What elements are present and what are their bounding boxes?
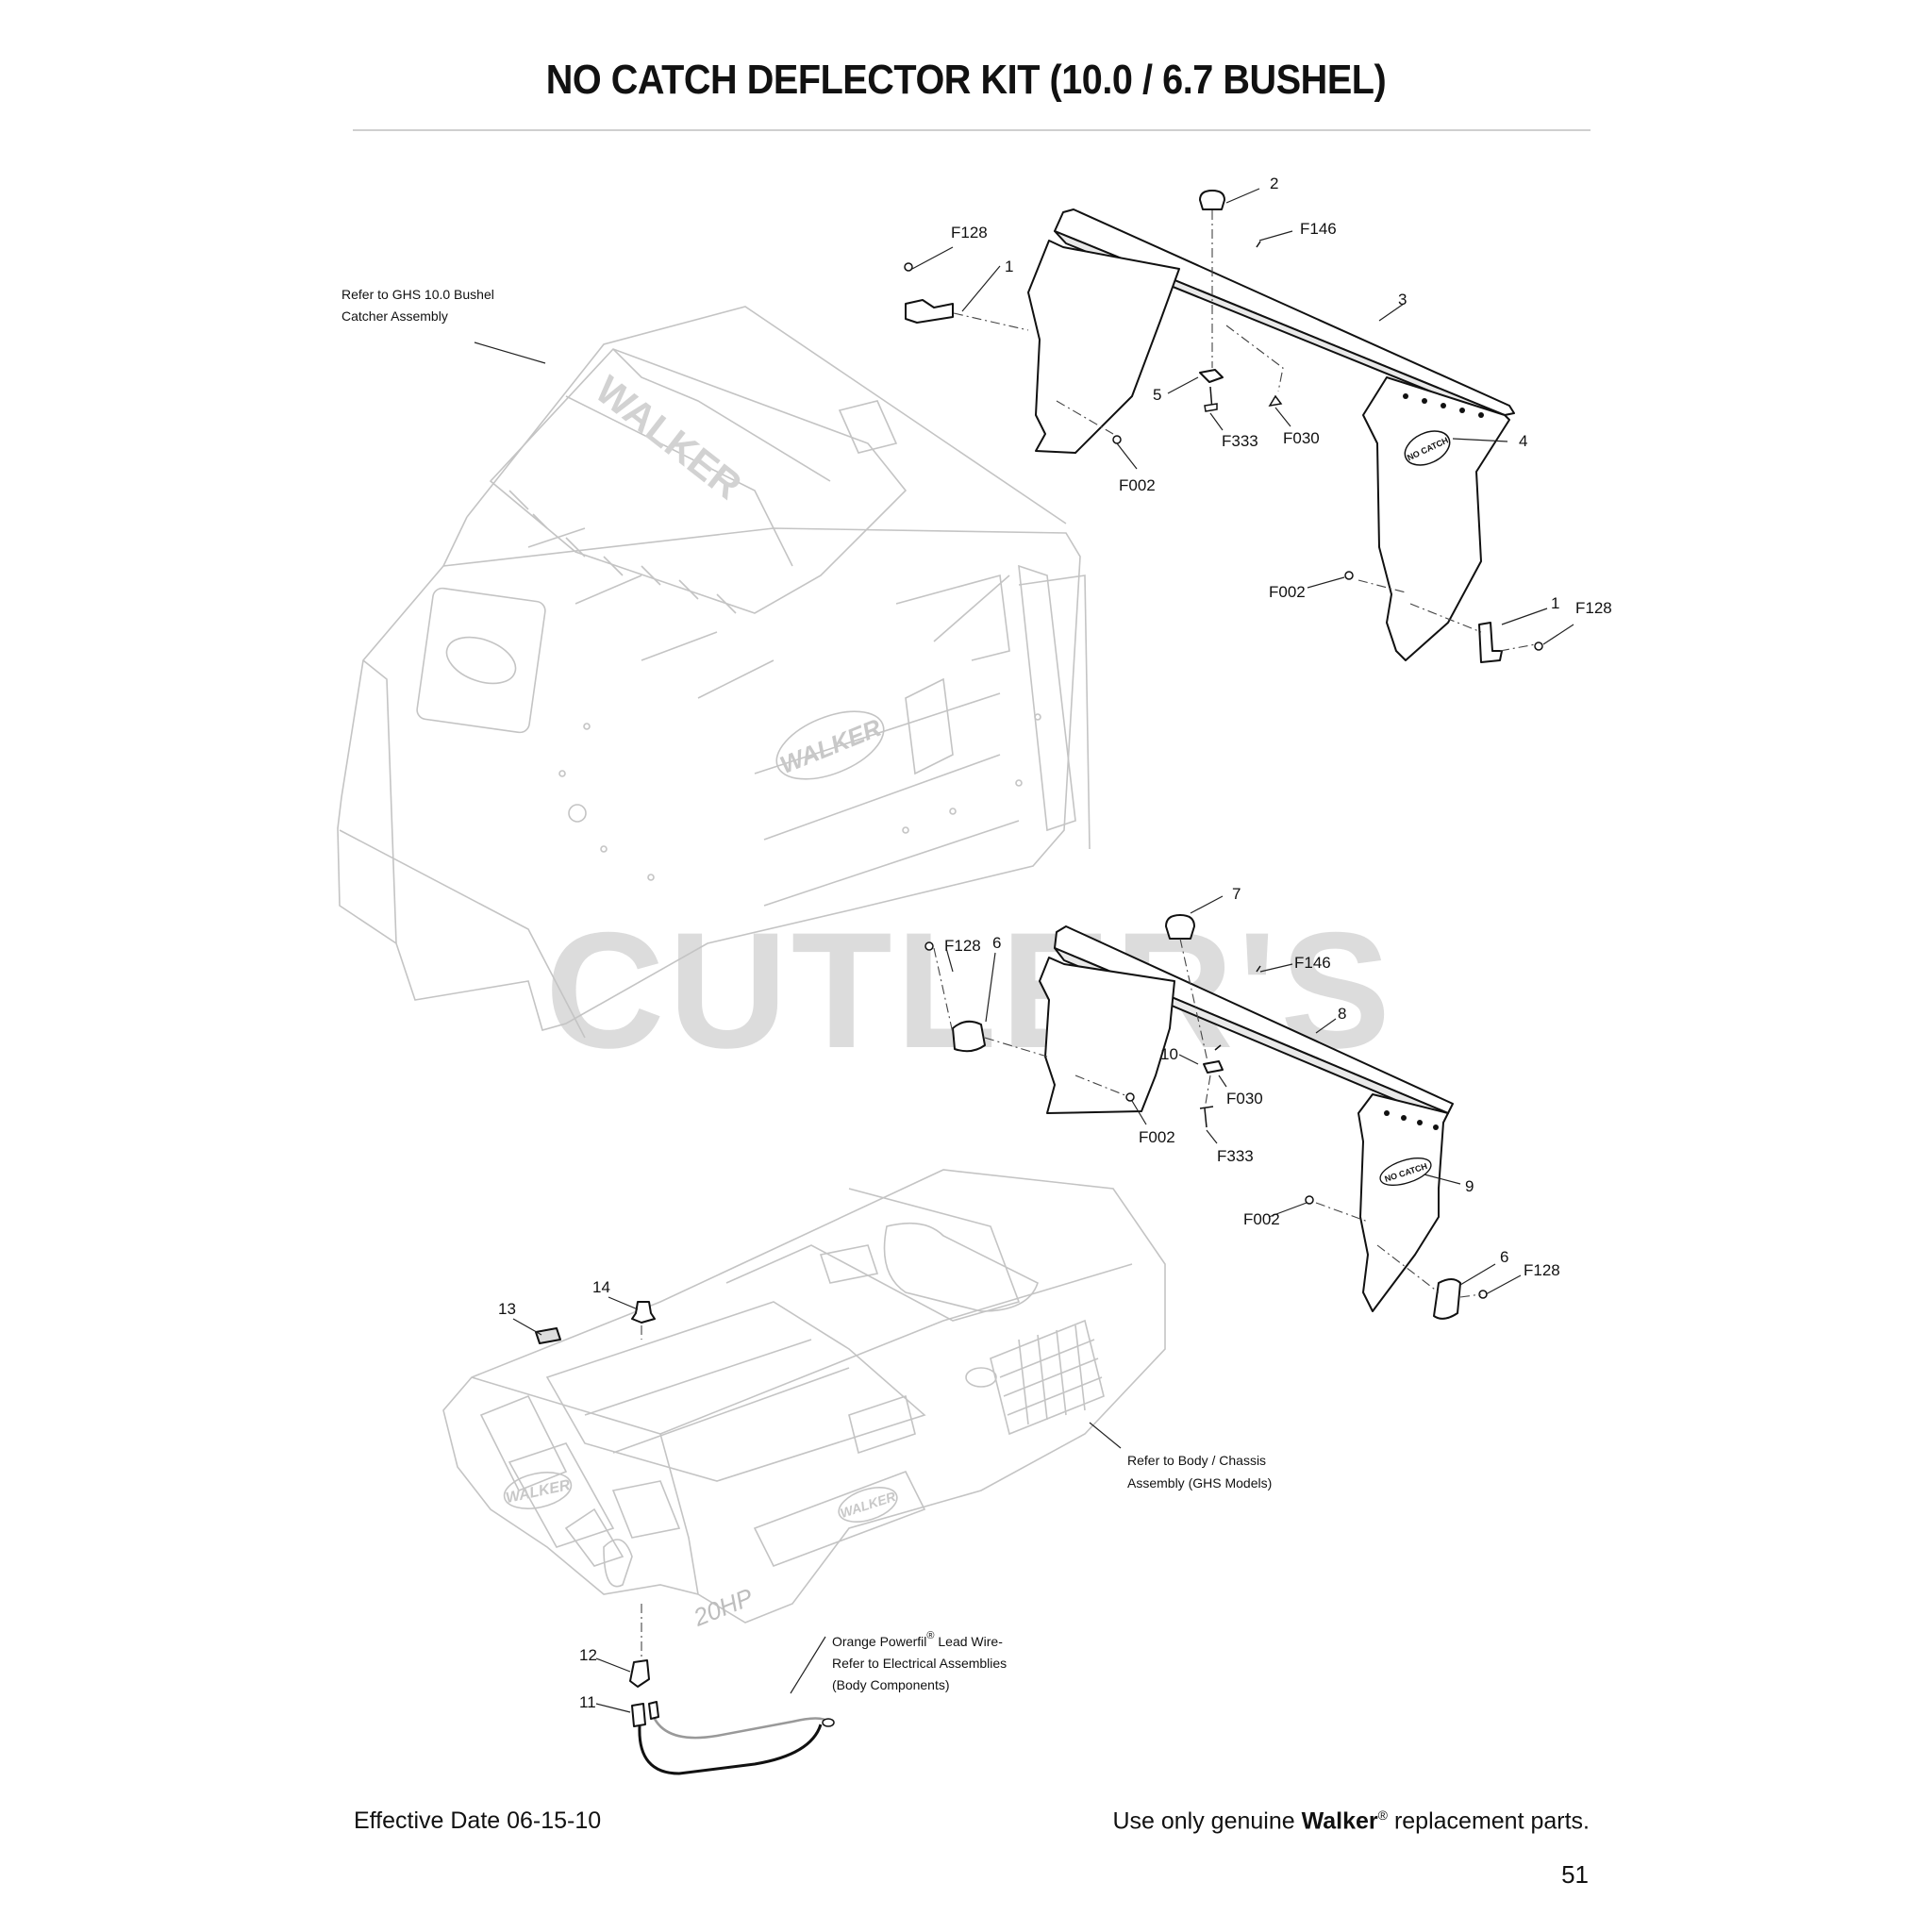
callout-f128-mid-right: F128 xyxy=(1524,1261,1560,1279)
deflector-10-bushel: NO CATCH xyxy=(904,190,1543,663)
genuine-brand: Walker xyxy=(1301,1807,1378,1835)
genuine-parts-note: Use only genuine Walker® replacement par… xyxy=(1112,1807,1590,1835)
callouts: 2 F146 F128 1 3 5 F333 F030 4 F002 F002 … xyxy=(498,175,1612,1711)
note-catcher-line1: Refer to GHS 10.0 Bushel xyxy=(341,287,494,302)
callout-2: 2 xyxy=(1270,175,1278,192)
deflector-right-side-panel-9 xyxy=(1357,1093,1449,1312)
callout-f333-mid: F333 xyxy=(1217,1147,1254,1165)
bracket-6-left xyxy=(952,1020,986,1053)
connector-11 xyxy=(631,1703,646,1727)
body-chassis-ghost: WALKER WALKER 20HP xyxy=(442,1169,1166,1632)
callout-5: 5 xyxy=(1153,386,1161,404)
callout-7: 7 xyxy=(1232,885,1241,903)
note-catcher-line2: Catcher Assembly xyxy=(341,308,448,324)
bracket-1-top-left xyxy=(905,299,954,324)
switch-wire-parts xyxy=(535,1301,835,1775)
callout-3: 3 xyxy=(1398,291,1407,308)
effective-date: Effective Date 06-15-10 xyxy=(354,1807,602,1834)
lead-wire xyxy=(638,1724,823,1775)
callout-f030-mid: F030 xyxy=(1226,1090,1263,1108)
page-title: NO CATCH DEFLECTOR KIT (10.0 / 6.7 BUSHE… xyxy=(545,57,1387,103)
fuse-holder-14 xyxy=(631,1301,656,1324)
deflector-6-7-bushel: NO CATCH xyxy=(924,914,1488,1320)
note-body-line2: Assembly (GHS Models) xyxy=(1127,1475,1272,1491)
callout-f128-top-right: F128 xyxy=(1575,599,1612,617)
catcher-side-decal: WALKER xyxy=(776,713,886,779)
note-body-line1: Refer to Body / Chassis xyxy=(1127,1453,1266,1468)
knob-7 xyxy=(1165,914,1195,940)
callout-f002-mid-right: F002 xyxy=(1243,1210,1280,1228)
note-wire-line3: (Body Components) xyxy=(832,1677,950,1692)
callout-4: 4 xyxy=(1519,432,1527,450)
callout-f030-top: F030 xyxy=(1283,429,1320,447)
callout-12: 12 xyxy=(579,1646,597,1664)
knob-2 xyxy=(1199,190,1225,210)
callout-1-top-left: 1 xyxy=(1005,258,1013,275)
spacer-10 xyxy=(1203,1060,1224,1074)
callout-13: 13 xyxy=(498,1300,516,1318)
genuine-suffix: replacement parts. xyxy=(1393,1807,1590,1835)
callout-8: 8 xyxy=(1338,1005,1346,1023)
deflector-top-panel-8 xyxy=(1054,925,1454,1114)
decal-13 xyxy=(535,1327,561,1344)
genuine-reg: ® xyxy=(1377,1807,1388,1823)
leader-lines xyxy=(474,188,1574,1713)
callout-f002-top-left: F002 xyxy=(1119,476,1156,494)
callout-f002-mid-left: F002 xyxy=(1139,1128,1175,1146)
callout-f002-top-right: F002 xyxy=(1269,583,1306,601)
title-divider xyxy=(353,129,1591,131)
note-wire-line2: Refer to Electrical Assemblies xyxy=(832,1656,1007,1671)
callout-6-right: 6 xyxy=(1500,1248,1508,1266)
switch-12 xyxy=(629,1659,650,1688)
callout-9: 9 xyxy=(1465,1177,1474,1195)
callout-f128-top-left: F128 xyxy=(951,224,988,242)
genuine-prefix: Use only genuine xyxy=(1112,1807,1295,1835)
bracket-6-right xyxy=(1433,1278,1461,1320)
callout-f333-top: F333 xyxy=(1222,432,1258,450)
deflector-left-side-panel xyxy=(1027,240,1180,454)
page-number: 51 xyxy=(1561,1860,1589,1889)
engine-hp-decal: 20HP xyxy=(689,1582,758,1632)
callout-f146-mid: F146 xyxy=(1294,954,1331,972)
spacer-5 xyxy=(1199,369,1224,383)
deflector-right-side-panel-4 xyxy=(1362,376,1510,661)
callout-f146-top: F146 xyxy=(1300,220,1337,238)
deflector-left-side-panel-mid xyxy=(1039,957,1175,1114)
reference-notes: Refer to GHS 10.0 Bushel Catcher Assembl… xyxy=(341,287,1272,1692)
callout-10: 10 xyxy=(1160,1045,1178,1063)
callout-14: 14 xyxy=(592,1278,610,1296)
callout-11: 11 xyxy=(579,1693,596,1711)
callout-f128-mid-left: F128 xyxy=(944,937,981,955)
watermark: CUTLER'S xyxy=(545,899,1394,1083)
bracket-1-top-right xyxy=(1478,622,1503,663)
callout-6-left: 6 xyxy=(992,934,1001,952)
note-wire-line1: Orange Powerfil® Lead Wire- xyxy=(832,1630,1003,1649)
callout-1-top-right: 1 xyxy=(1551,594,1559,612)
